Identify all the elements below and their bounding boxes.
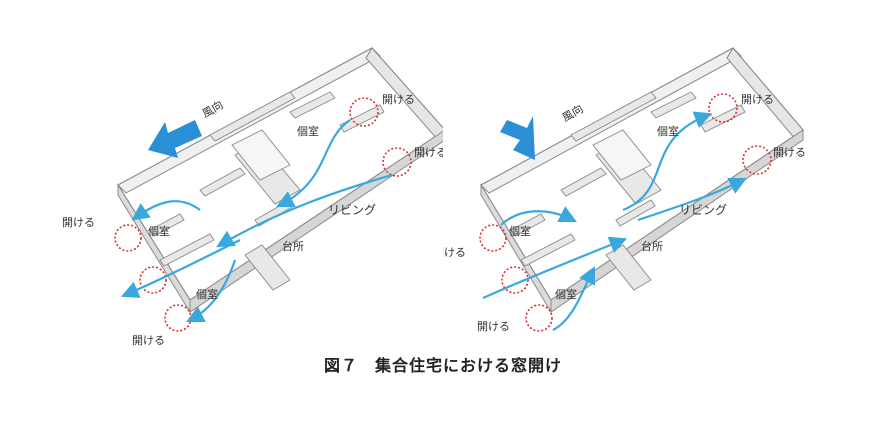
- right-floorplan-diagram: 風向 個室 個室 個室 リビング 台所 開ける 開ける 開ける 開ける: [443, 47, 806, 333]
- window-ring-left2: [139, 266, 167, 294]
- figure-caption: 図７ 集合住宅における窓開け: [323, 356, 562, 375]
- right-wind-arrow-icon: [500, 116, 535, 160]
- open-label-top2: 開ける: [414, 146, 443, 159]
- bathroom-box: [592, 129, 652, 181]
- wind-label: 風向: [560, 101, 586, 124]
- open-label-left1: 開ける: [62, 216, 95, 229]
- room-label-1: 個室: [297, 124, 319, 138]
- window-ring-left1: [114, 224, 142, 252]
- right-floorplan-panel: 風向 個室 個室 個室 リビング 台所 開ける 開ける 開ける 開ける: [443, 30, 886, 350]
- window-ring-left1: [479, 224, 507, 252]
- open-label-top1: 開ける: [741, 93, 774, 106]
- left-wind-arrow-icon: [148, 120, 202, 158]
- left-floorplan-panel: 風向 個室 個室 個室 リビング 台所 開ける 開ける 開ける 開ける: [0, 30, 443, 350]
- interior-walls: [510, 91, 746, 291]
- window-ring-bottom1: [525, 304, 553, 332]
- living-label: リビング: [679, 203, 727, 217]
- window-ring-bottom1: [164, 304, 192, 332]
- living-label: リビング: [328, 203, 376, 217]
- room-label-2: 個室: [148, 224, 170, 238]
- room-label-1: 個室: [657, 124, 679, 138]
- room-label-3: 個室: [555, 287, 577, 301]
- kitchen-label: 台所: [282, 239, 304, 253]
- open-label-left1: 開ける: [443, 246, 466, 259]
- airflow-arrows: [120, 119, 393, 322]
- window-ring-top1: [708, 93, 738, 123]
- left-floorplan-diagram: 風向 個室 個室 個室 リビング 台所 開ける 開ける 開ける 開ける: [62, 47, 443, 347]
- window-ring-left2: [501, 266, 529, 294]
- open-label-top2: 開ける: [773, 146, 806, 159]
- open-label-bottom1: 開ける: [477, 320, 510, 333]
- open-label-top1: 開ける: [382, 93, 415, 106]
- room-label-2: 個室: [509, 224, 531, 238]
- room-label-3: 個室: [196, 287, 218, 301]
- window-ring-top2: [742, 145, 772, 175]
- window-ring-top1: [349, 97, 379, 127]
- window-ring-top2: [382, 147, 412, 177]
- bathroom-box: [231, 129, 291, 181]
- airflow-arrows: [482, 111, 747, 331]
- kitchen-label: 台所: [641, 239, 663, 253]
- wind-label: 風向: [200, 97, 226, 120]
- open-label-bottom1: 開ける: [132, 334, 165, 347]
